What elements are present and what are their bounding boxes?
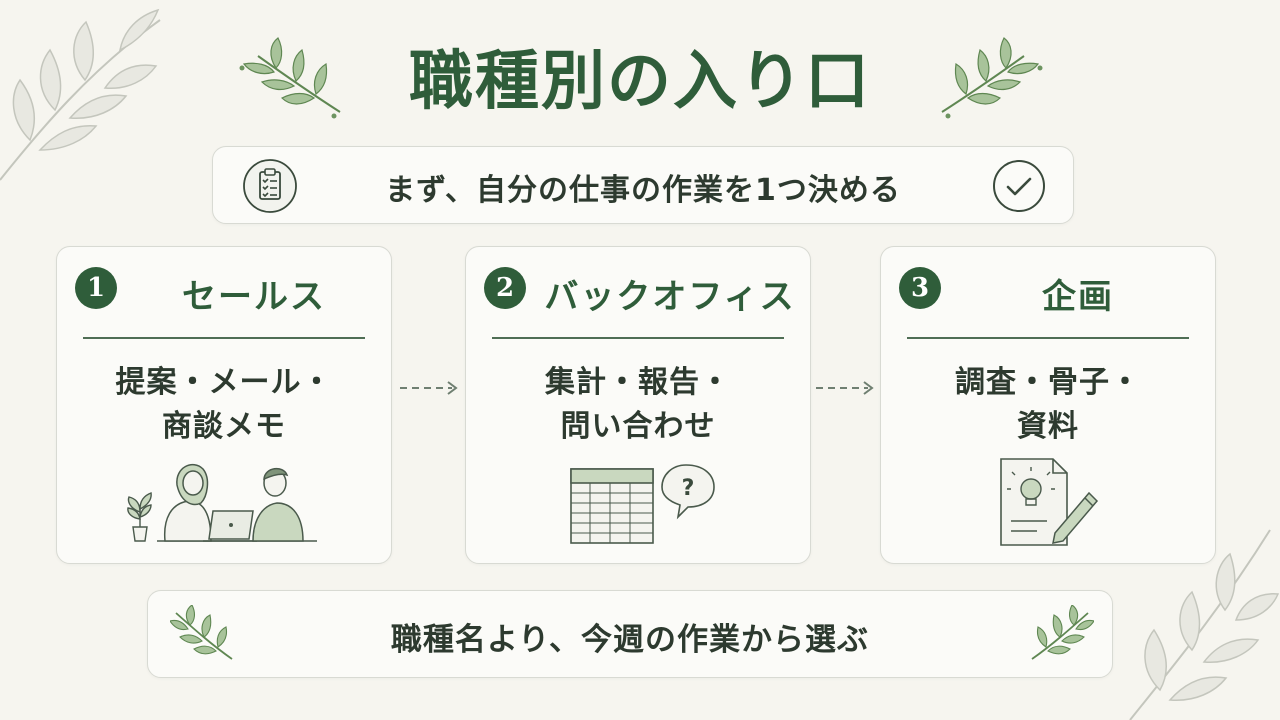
card-tasks: 調査・骨子・ 資料 (891, 361, 1205, 449)
arrow-right-icon (816, 381, 874, 395)
subtitle-text: まず、自分の仕事の作業を1つ決める (385, 173, 901, 208)
arrow-right-icon (400, 381, 458, 395)
card-tasks-line: 資料 (1017, 409, 1079, 444)
subtitle-panel: まず、自分の仕事の作業を1つ決める (212, 146, 1074, 224)
people-with-laptop-icon (127, 464, 317, 542)
card-tasks-line: 提案・メール・ (115, 365, 333, 400)
card-tasks: 提案・メール・ 商談メモ (67, 361, 381, 449)
card-divider (492, 337, 784, 339)
card-title: 企画 (1042, 277, 1114, 317)
card-number-badge: 3 (899, 267, 941, 309)
card-planning: 3 企画 調査・骨子・ 資料 (880, 246, 1216, 564)
sprig-right-icon (941, 37, 1043, 119)
card-divider (907, 337, 1189, 339)
card-tasks-line: 商談メモ (162, 409, 286, 444)
card-divider (83, 337, 365, 339)
card-number-badge: 1 (75, 267, 117, 309)
document-lightbulb-pencil-icon (1000, 458, 1099, 546)
checkmark-circle-icon (993, 160, 1045, 212)
bottom-text: 職種名より、今週の作業から選ぶ (390, 622, 870, 658)
card-title: バックオフィス (544, 277, 796, 317)
bottom-panel: 職種名より、今週の作業から選ぶ (147, 590, 1113, 678)
leaf-branch-top-left-icon (0, 8, 161, 181)
card-title: セールス (182, 277, 326, 317)
card-tasks-line: 問い合わせ (560, 409, 716, 444)
spreadsheet-question-icon: ? (570, 464, 715, 544)
page-title: 職種別の入り口 (409, 44, 871, 119)
card-back-office: 2 バックオフィス 集計・報告・ 問い合わせ ? (465, 246, 811, 564)
card-tasks-line: 調査・骨子・ (955, 365, 1141, 400)
card-tasks-line: 集計・報告・ (545, 365, 731, 400)
sprig-left-icon (239, 37, 341, 119)
sprig-small-right-icon (1031, 605, 1094, 660)
card-tasks: 集計・報告・ 問い合わせ (476, 361, 800, 449)
svg-text:?: ? (682, 476, 695, 501)
sprig-small-left-icon (170, 605, 233, 660)
card-sales: 1 セールス 提案・メール・ 商談メモ (56, 246, 392, 564)
leaf-branch-bottom-right-icon (1129, 529, 1280, 720)
card-number-badge: 2 (484, 267, 526, 309)
clipboard-checklist-icon (243, 159, 297, 213)
